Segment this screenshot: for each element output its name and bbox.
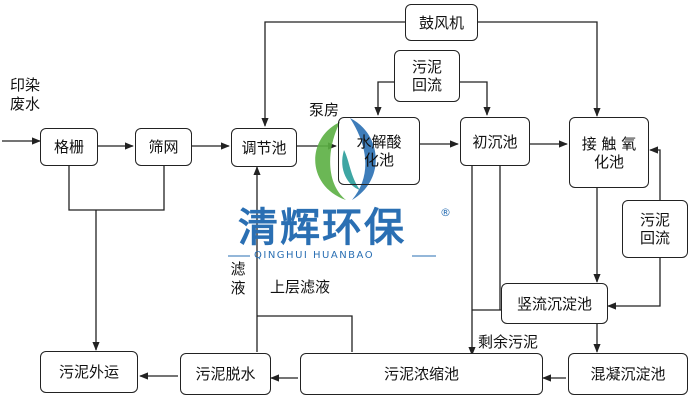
watermark-registered: ® (440, 206, 451, 219)
arrow-blower-equalization (261, 21, 405, 127)
node-sludge-haulage-label: 污泥外运 (58, 363, 119, 381)
watermark-logo (315, 118, 376, 200)
node-vertical-settling-label: 竖流沉淀池 (516, 294, 592, 313)
input-label-line-1: 印染 (10, 76, 41, 94)
node-blower-label: 鼓风机 (418, 13, 464, 32)
node-hydrolysis-line-1: 水解酸 (356, 133, 402, 151)
node-grille-label: 格栅 (53, 138, 84, 156)
node-sludge-return-1: 污泥 回流 (394, 50, 460, 102)
label-filtrate-line-1: 滤 (230, 260, 246, 278)
node-sludge-return-1-line-2: 回流 (411, 76, 442, 94)
node-sludge-return-2-line-1: 污泥 (639, 211, 670, 229)
node-contact-oxidation: 接 触 氧 化池 (569, 117, 649, 188)
node-sludge-dewatering: 污泥脱水 (180, 353, 271, 395)
node-hydrolysis: 水解酸 化池 (338, 117, 420, 185)
node-primary-settling-label: 初沉池 (472, 132, 518, 151)
line-upper-filtrate (257, 315, 353, 352)
node-equalization: 调节池 (231, 128, 297, 167)
node-sludge-return-1-line-1: 污泥 (411, 58, 442, 76)
label-filtrate: 滤 液 (229, 260, 247, 298)
label-upper-filtrate: 上层滤液 (270, 278, 331, 296)
node-sludge-thickening-label: 污泥浓缩池 (383, 365, 459, 383)
input-label-line-2: 废水 (10, 94, 41, 113)
node-hydrolysis-line-2: 化池 (363, 151, 394, 169)
node-sludge-haulage: 污泥外运 (40, 351, 138, 393)
node-contact-oxidation-line-1: 接 触 氧 (581, 134, 637, 153)
arrow-blower-oxidation (478, 21, 601, 117)
node-grille: 格栅 (40, 128, 98, 166)
node-equalization-label: 调节池 (241, 138, 287, 157)
arrow-return2-oxidation (649, 146, 661, 200)
line-grille-down (68, 166, 96, 211)
node-sludge-dewatering-label: 污泥脱水 (195, 365, 256, 383)
node-screen: 筛网 (135, 128, 192, 166)
arrow-return1-primary (460, 81, 491, 116)
label-excess-sludge: 剩余污泥 (478, 333, 539, 352)
arrow-return2-settling (607, 258, 661, 310)
arrow-return1-hydrolysis (374, 81, 398, 116)
watermark-brand-cn: 清辉环保 (238, 205, 406, 251)
node-sludge-return-2: 污泥 回流 (622, 200, 688, 258)
input-label: 印染 废水 (10, 76, 40, 114)
node-vertical-settling: 竖流沉淀池 (501, 283, 608, 324)
node-primary-settling: 初沉池 (460, 117, 530, 166)
node-screen-label: 筛网 (148, 138, 179, 156)
node-contact-oxidation-line-2: 化池 (593, 152, 624, 171)
node-coagulation-settling: 混凝沉淀池 (568, 353, 688, 395)
label-pump-room: 泵房 (309, 101, 340, 119)
label-filtrate-line-2: 液 (230, 278, 246, 297)
node-sludge-return-2-line-2: 回流 (639, 229, 670, 247)
node-coagulation-settling-label: 混凝沉淀池 (590, 365, 666, 383)
line-screen-down (96, 166, 165, 211)
node-blower: 鼓风机 (405, 4, 478, 41)
node-sludge-thickening: 污泥浓缩池 (300, 353, 543, 395)
watermark-brand-en: QINGHUI HUANBAO (254, 250, 375, 261)
